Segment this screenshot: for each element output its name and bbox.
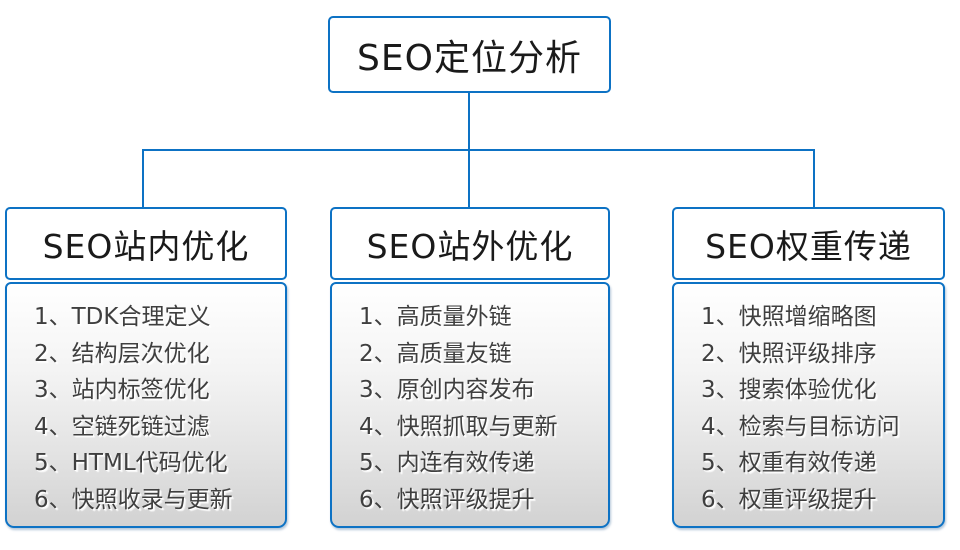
list-item: 2、快照评级排序 xyxy=(701,340,877,367)
branch-header-offsite-label: SEO站外优化 xyxy=(366,226,574,266)
connector-drop-middle xyxy=(468,149,470,208)
list-item: 2、高质量友链 xyxy=(359,340,512,367)
branch-header-weight-label: SEO权重传递 xyxy=(705,226,912,266)
branch-header-offsite: SEO站外优化 xyxy=(330,207,610,280)
list-item: 3、原创内容发布 xyxy=(359,377,535,403)
list-item: 1、快照增缩略图 xyxy=(701,304,877,330)
list-item: 6、快照收录与更新 xyxy=(34,486,233,513)
list-item: 1、TDK合理定义 xyxy=(34,304,211,330)
list-item: 3、搜索体验优化 xyxy=(701,377,877,403)
list-item: 1、高质量外链 xyxy=(359,304,512,330)
root-node-label: SEO定位分析 xyxy=(357,37,582,79)
list-item: 5、内连有效传递 xyxy=(359,450,535,476)
branch-header-onsite-label: SEO站内优化 xyxy=(42,226,250,266)
connector-horizontal-bus xyxy=(142,149,815,151)
branch-list-onsite: 1、TDK合理定义 2、结构层次优化 3、站内标签优化 4、空链死链过滤 5、H… xyxy=(5,282,287,528)
list-item: 2、结构层次优化 xyxy=(34,340,210,367)
list-item: 4、检索与目标访问 xyxy=(701,413,900,440)
connector-drop-left xyxy=(142,149,144,208)
list-item: 5、HTML代码优化 xyxy=(34,450,228,476)
list-item: 6、权重评级提升 xyxy=(701,486,877,513)
connector-root-stem xyxy=(468,93,470,150)
list-item: 6、快照评级提升 xyxy=(359,486,535,513)
branch-list-weight: 1、快照增缩略图 2、快照评级排序 3、搜索体验优化 4、检索与目标访问 5、权… xyxy=(672,282,945,528)
branch-header-weight: SEO权重传递 xyxy=(672,207,945,280)
branch-header-onsite: SEO站内优化 xyxy=(5,207,287,280)
list-item: 4、快照抓取与更新 xyxy=(359,413,558,440)
list-item: 4、空链死链过滤 xyxy=(34,413,210,440)
branch-list-offsite: 1、高质量外链 2、高质量友链 3、原创内容发布 4、快照抓取与更新 5、内连有… xyxy=(330,282,610,528)
root-node: SEO定位分析 xyxy=(328,16,611,93)
list-item: 3、站内标签优化 xyxy=(34,377,210,403)
connector-drop-right xyxy=(813,149,815,208)
list-item: 5、权重有效传递 xyxy=(701,450,877,476)
